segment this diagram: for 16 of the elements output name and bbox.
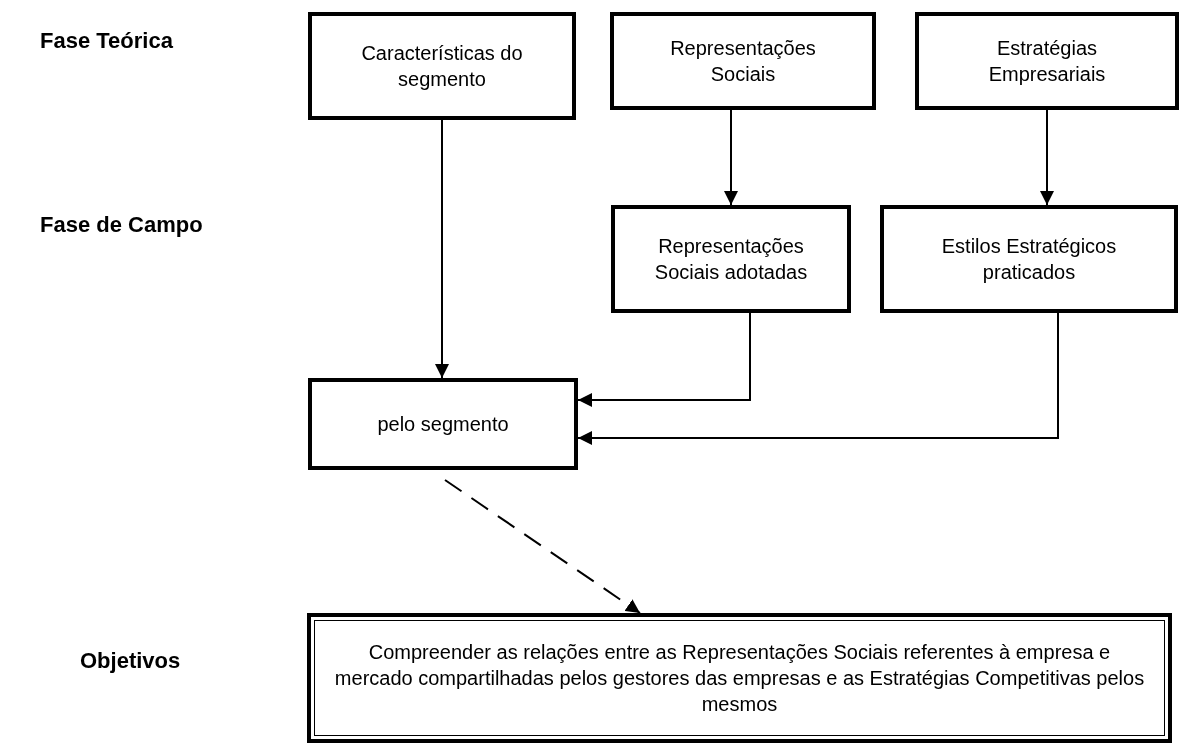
arrow (577, 312, 1059, 445)
objective-box: Compreender as relações entre as Representações Sociais referentes à empresa e mercado compartilhadas pelos gestores das empresas e as Estratégias Competitivas pelos mesmos (307, 613, 1172, 743)
phase-label: Fase de Campo (40, 212, 203, 238)
process-box: pelo segmento (308, 378, 578, 470)
arrow (724, 109, 738, 206)
arrow (577, 312, 751, 407)
process-box: Estilos Estratégicos praticados (880, 205, 1178, 313)
process-box: Características do segmento (308, 12, 576, 120)
process-box: Representações Sociais adotadas (611, 205, 851, 313)
phase-label: Objetivos (80, 648, 181, 674)
process-box: Estratégias Empresariais (915, 12, 1179, 110)
dashed-arrow (444, 479, 641, 614)
process-box: Representações Sociais (610, 12, 876, 110)
arrow (1040, 109, 1054, 206)
arrow (435, 119, 449, 379)
phase-label: Fase Teórica (40, 28, 173, 54)
